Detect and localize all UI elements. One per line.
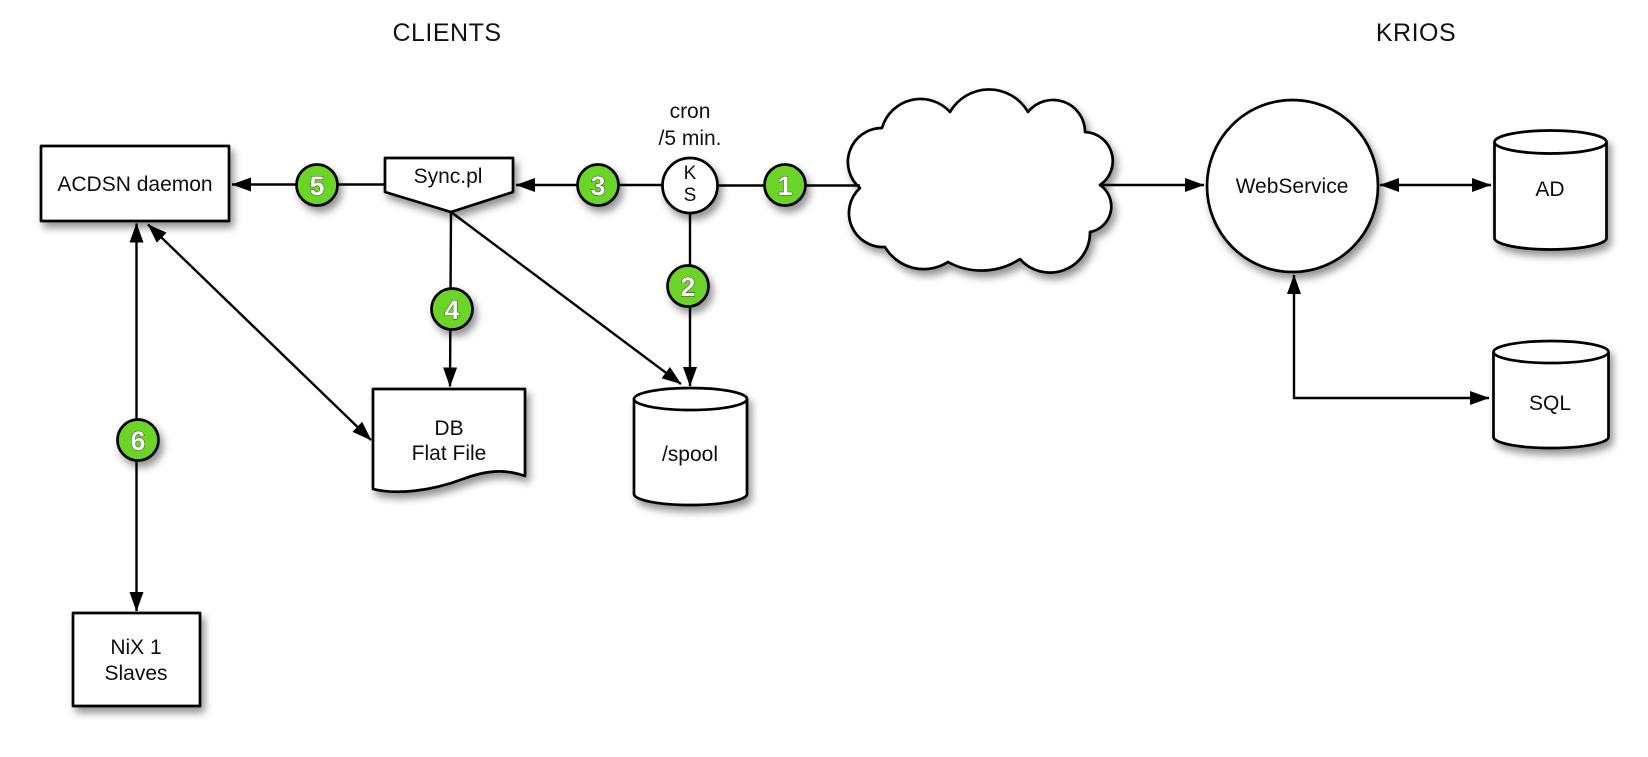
cron-annotation-line1: cron: [670, 100, 711, 123]
spool-label: /spool: [662, 443, 718, 466]
clients-region-label: CLIENTS: [392, 19, 501, 47]
krios-region-label: KRIOS: [1376, 19, 1456, 47]
sync-pl-node: Sync.pl: [383, 156, 515, 214]
edge-acdsn-dbflatfile-double-arrow: [147, 223, 372, 441]
ad-label: AD: [1535, 178, 1564, 201]
step-badge-6: 6: [116, 418, 160, 462]
ad-database: AD: [1493, 129, 1608, 251]
webservice-label: WebService: [1236, 175, 1349, 198]
step-badge-4-label: 4: [444, 295, 459, 325]
db-flat-file-line2: Flat File: [412, 442, 487, 465]
db-flat-file-node: DB Flat File: [371, 387, 527, 494]
webservice-node: WebService: [1205, 98, 1380, 274]
sql-database: SQL: [1492, 339, 1610, 450]
step-badge-2-label: 2: [680, 272, 695, 302]
edge-webservice-sql-double-arrow: [1287, 274, 1490, 405]
step-badge-6-label: 6: [130, 426, 145, 456]
step-badge-3-label: 3: [590, 171, 605, 201]
cron-annotation: cron /5 min.: [658, 100, 721, 150]
ks-label-line1: K: [684, 163, 697, 184]
acdsn-daemon-node: ACDSN daemon: [39, 144, 231, 223]
step-badge-3: 3: [576, 163, 620, 207]
internet-cloud: [846, 88, 1115, 274]
cron-annotation-line2: /5 min.: [658, 127, 721, 150]
ks-node: K S: [661, 156, 719, 215]
step-badge-1-label: 1: [777, 171, 792, 201]
step-badge-4: 4: [430, 287, 474, 331]
edge-syncpl-to-spool-arrow: [450, 211, 682, 385]
nix-slaves-line1: NiX 1: [110, 636, 161, 659]
ks-label-line2: S: [684, 185, 697, 206]
db-flat-file-line1: DB: [434, 417, 463, 440]
step-badge-1: 1: [763, 163, 807, 207]
nix-slaves-node: NiX 1 Slaves: [71, 611, 202, 708]
acdsn-daemon-label: ACDSN daemon: [57, 173, 212, 196]
sql-label: SQL: [1529, 392, 1571, 415]
sync-pl-label: Sync.pl: [414, 165, 483, 188]
step-badge-5: 5: [295, 163, 339, 207]
nix-slaves-line2: Slaves: [104, 662, 167, 685]
step-badge-2: 2: [666, 264, 710, 308]
spool-database: /spool: [632, 386, 749, 507]
step-badge-5-label: 5: [309, 171, 324, 201]
